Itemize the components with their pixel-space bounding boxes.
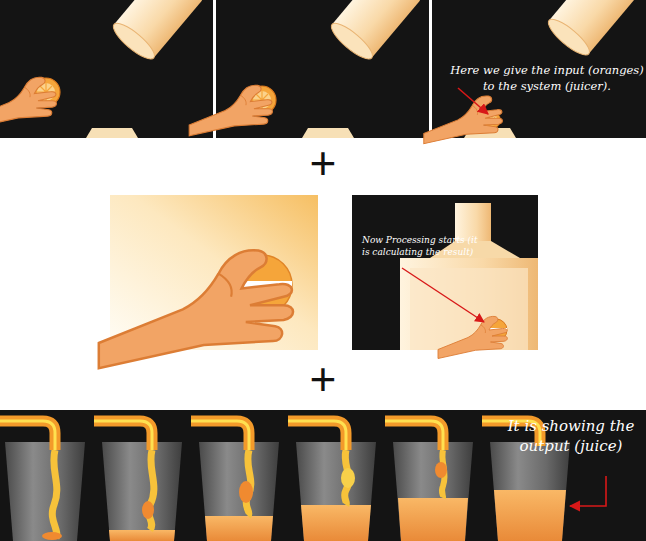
leader-arrow xyxy=(458,88,488,114)
glass xyxy=(393,442,473,541)
pipe-highlight xyxy=(94,421,152,450)
glass xyxy=(296,442,376,541)
top-frames xyxy=(0,0,637,144)
glass xyxy=(5,442,85,541)
juice-pipe xyxy=(191,421,249,450)
bottle-body xyxy=(400,258,538,350)
juice-pipe xyxy=(94,421,152,450)
leader-arrow xyxy=(402,268,484,322)
glass xyxy=(199,442,279,541)
juice-blob xyxy=(142,501,154,519)
juice-stream xyxy=(52,450,57,538)
juice-pipe xyxy=(482,421,540,446)
juicer-bottle xyxy=(400,203,538,359)
juice-splash xyxy=(42,532,62,540)
pipe-highlight xyxy=(385,421,443,450)
hand xyxy=(424,96,503,144)
hand xyxy=(0,77,56,128)
output-glasses xyxy=(0,421,606,541)
juice-level xyxy=(494,490,566,541)
juicer-cone xyxy=(109,0,202,64)
juice-level xyxy=(109,530,175,541)
frame-divider xyxy=(429,0,432,138)
juicer-cone xyxy=(544,0,637,60)
hand xyxy=(438,316,507,358)
leader-arrow xyxy=(570,476,606,506)
glass xyxy=(102,442,182,541)
pipe-highlight xyxy=(191,421,249,450)
juice-level xyxy=(205,516,273,541)
juicer-base xyxy=(86,128,138,138)
panel-caption: Here we give the input (oranges) to the … xyxy=(450,62,644,94)
hand xyxy=(99,250,293,368)
juice-blob xyxy=(435,462,447,478)
bottle-shoulder xyxy=(430,241,520,258)
pipe-highlight xyxy=(482,421,540,446)
juice-pipe xyxy=(288,421,346,450)
processing-closeup xyxy=(99,195,318,368)
pipe-highlight xyxy=(288,421,346,450)
juice-level xyxy=(398,498,468,541)
panel-caption: It is showing the output (juice) xyxy=(498,416,644,457)
bottle-neck xyxy=(455,203,491,241)
juice-blob xyxy=(341,468,355,488)
juicer-cone xyxy=(327,0,420,64)
plus-sign: + xyxy=(298,140,348,186)
juice-pipe xyxy=(385,421,443,450)
hand xyxy=(189,85,272,136)
pipe-highlight xyxy=(0,421,55,450)
juice-pipe xyxy=(0,421,55,450)
juicer-base xyxy=(302,128,354,138)
juice-level xyxy=(301,505,371,541)
plus-sign: + xyxy=(298,356,348,402)
glass xyxy=(490,442,570,541)
juice-blob xyxy=(239,481,253,503)
panel-caption: Now Processing starts (it is calculating… xyxy=(362,235,484,258)
